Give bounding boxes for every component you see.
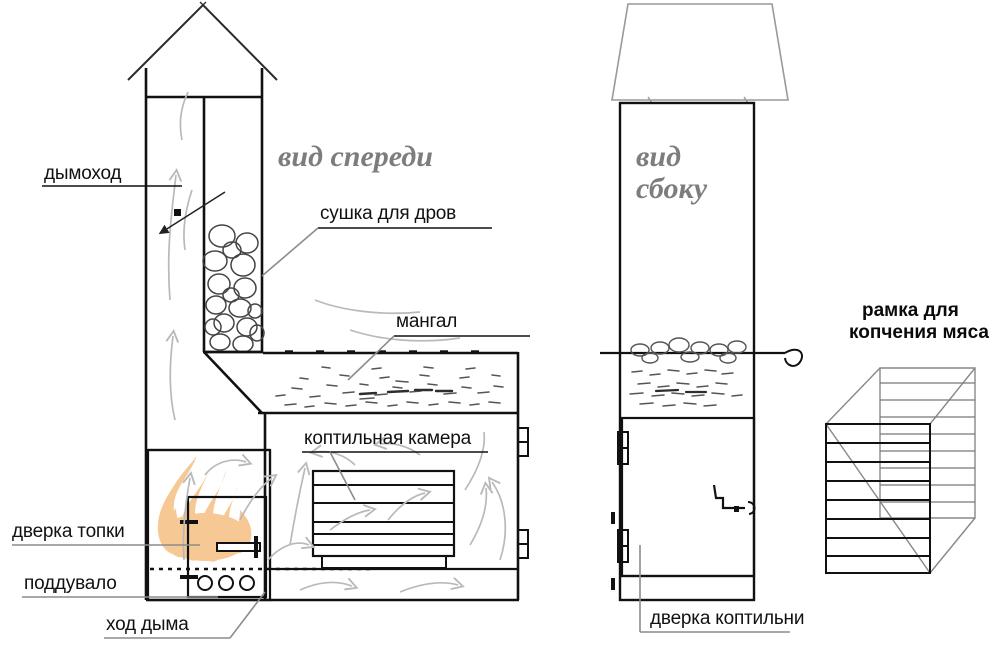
side-view-canopy: [611, 3, 789, 101]
side-view-title: вид сбоку: [636, 140, 708, 206]
meat-frame-slats: [826, 442, 930, 557]
front-view-title: вид спереди: [278, 140, 433, 173]
smoke-flow-arrows: [165, 91, 507, 593]
meat-frame-title-line1: рамка для: [862, 300, 959, 321]
ash-pan: [150, 567, 375, 591]
chimney-cap-icon: [127, 1, 278, 81]
label-firebox-door: дверка топки: [12, 521, 125, 542]
firebox-door[interactable]: [180, 495, 268, 599]
meat-frame-title-line2: копчения мяса: [849, 322, 989, 343]
side-view-group: [600, 3, 804, 602]
label-smoke-path: ход дыма: [106, 614, 189, 635]
charcoal-dark-core: [358, 388, 454, 396]
grill-bed: [203, 350, 520, 600]
chimney-stack: [144, 68, 264, 99]
front-view-hinges: [517, 427, 529, 559]
side-grill-rod: [600, 348, 804, 367]
chimney-pointer: [158, 191, 226, 235]
side-charcoal-dark: [654, 388, 708, 394]
label-wood-dryer: сушка для дров: [320, 203, 457, 224]
side-view-body: [618, 101, 756, 602]
label-grill: мангал: [396, 311, 458, 332]
label-chimney: дымоход: [44, 163, 122, 184]
label-smokehouse-door: дверка коптильни: [650, 608, 805, 629]
label-ash-pan: поддувало: [24, 573, 117, 594]
charcoal-texture: [275, 366, 504, 408]
meat-frame-3d: [825, 367, 976, 574]
side-firewood-stones: [630, 337, 747, 364]
firewood-stones: [202, 224, 265, 353]
front-view-group: [127, 1, 529, 602]
side-charcoal-texture: [629, 369, 743, 407]
smokehouse-door[interactable]: [611, 416, 756, 590]
leader-lines: [12, 185, 790, 639]
smoking-rack: [311, 469, 456, 569]
label-smoking-chamber: коптильная камера: [304, 428, 471, 449]
